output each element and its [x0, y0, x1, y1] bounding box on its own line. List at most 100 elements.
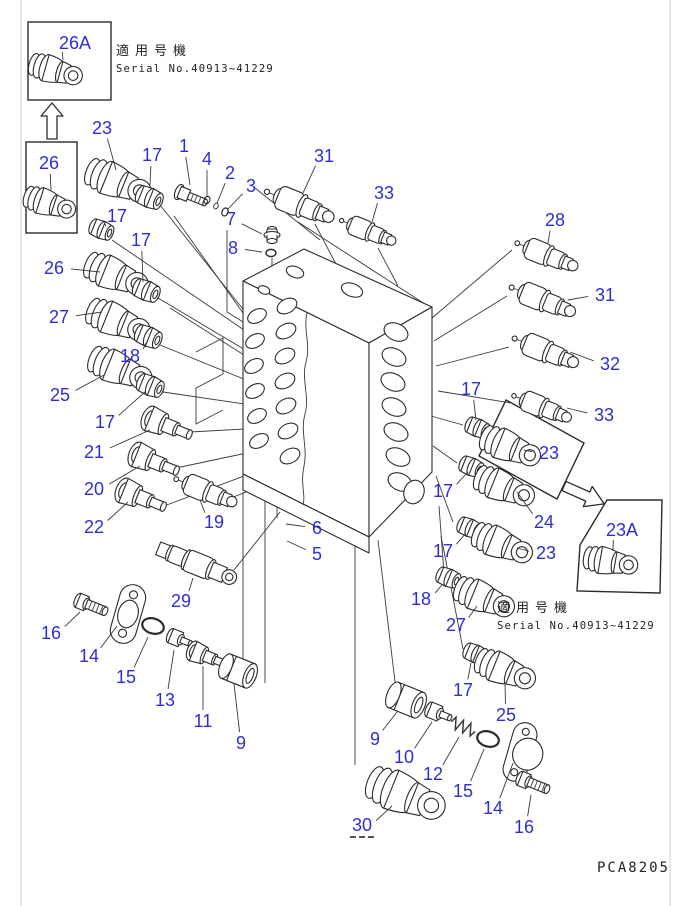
leader-line	[474, 400, 476, 420]
leader-line	[567, 408, 587, 413]
inset-box-23a	[576, 499, 663, 594]
part-glyph	[580, 543, 641, 581]
leader-line	[186, 157, 190, 185]
leader-line	[234, 684, 240, 732]
part-label-15: 15	[115, 667, 137, 687]
leader-line	[134, 637, 148, 667]
leader-line	[415, 722, 432, 748]
leader-line	[517, 492, 533, 514]
part-glyph	[381, 679, 431, 721]
part-label-9: 9	[369, 729, 381, 749]
leader-line	[303, 166, 316, 193]
applicability-note-top: 適用号機 Serial No.40913~41229	[116, 40, 274, 75]
up-arrow-icon	[40, 102, 64, 140]
valve-body	[242, 249, 432, 553]
part-label-19: 19	[203, 512, 225, 532]
part-label-24: 24	[533, 512, 555, 532]
part-label-33: 33	[373, 183, 395, 203]
leader-line	[189, 578, 193, 591]
part-label-21: 21	[83, 442, 105, 462]
leader-line	[286, 524, 305, 527]
part-label-4: 4	[201, 149, 213, 169]
leader-line	[524, 450, 532, 452]
part-label-13: 13	[154, 690, 176, 710]
leader-line	[456, 533, 466, 544]
leader-line	[50, 174, 51, 190]
part-label-25: 25	[495, 705, 517, 725]
part-glyph	[422, 700, 455, 727]
part-label-17: 17	[130, 230, 152, 250]
part-label-12: 12	[422, 764, 444, 784]
part-glyph	[111, 475, 172, 521]
leader-line	[242, 224, 262, 234]
leader-line	[217, 183, 225, 203]
part-glyph	[468, 460, 541, 515]
part-label-32: 32	[599, 354, 621, 374]
applicability-kanji: 適用号機	[116, 44, 193, 59]
leader-line	[142, 251, 143, 282]
part-label-25: 25	[49, 385, 71, 405]
leader-line	[517, 548, 529, 551]
leader-line	[200, 500, 205, 513]
leader-line	[76, 312, 102, 316]
part-label-5: 5	[311, 544, 323, 564]
leader-line	[101, 626, 117, 648]
part-label-17: 17	[106, 206, 128, 226]
applicability-serial: Serial No.40913~41229	[497, 620, 655, 632]
inset-box-26a	[27, 21, 112, 101]
leader-line	[71, 269, 100, 272]
part-glyph	[510, 231, 583, 279]
part-glyph	[212, 201, 220, 211]
part-label-17: 17	[141, 145, 163, 165]
leader-line	[287, 541, 306, 550]
leader-line	[227, 194, 243, 210]
leader-line	[65, 612, 80, 627]
figure-code: PCA8205	[596, 860, 670, 876]
part-label-10: 10	[393, 747, 415, 767]
leader-line	[435, 585, 442, 593]
part-glyph	[507, 326, 583, 376]
part-label-27: 27	[48, 307, 70, 327]
part-label-18: 18	[119, 346, 141, 366]
part-label-11: 11	[193, 711, 213, 731]
part-label-17: 17	[432, 541, 454, 561]
part-glyph	[466, 517, 539, 572]
part-label-26: 26	[43, 258, 65, 278]
leader-line	[372, 203, 378, 222]
part-label-29: 29	[170, 591, 192, 611]
part-label-8: 8	[227, 238, 239, 258]
part-label-31: 31	[313, 146, 335, 166]
part-glyph	[139, 614, 167, 638]
leader-line	[468, 663, 471, 679]
leader-line	[383, 712, 397, 730]
part-label-15: 15	[452, 781, 474, 801]
part-label-17: 17	[94, 412, 116, 432]
leader-line	[443, 737, 459, 765]
part-label-23: 23	[538, 443, 560, 463]
leader-line	[457, 472, 468, 484]
part-label-23: 23	[535, 543, 557, 563]
part-label-23: 23	[91, 118, 113, 138]
leader-line	[469, 606, 477, 618]
part-glyph	[171, 182, 211, 212]
part-label-7: 7	[225, 209, 237, 229]
part-label-17: 17	[432, 481, 454, 501]
part-glyph	[263, 225, 281, 245]
right-arrow-icon	[561, 480, 605, 508]
part-glyph	[137, 403, 198, 449]
inset-box-26	[25, 141, 78, 234]
leader-line	[108, 502, 128, 520]
part-label-26: 26	[38, 153, 60, 173]
leader-line	[528, 795, 531, 816]
part-label-33: 33	[593, 405, 615, 425]
part-glyph	[335, 210, 400, 252]
part-glyph	[169, 467, 242, 515]
part-label-16: 16	[513, 817, 535, 837]
part-glyph	[448, 715, 479, 738]
leader-line	[109, 466, 140, 484]
leader-line	[471, 749, 484, 781]
part-label-17: 17	[460, 379, 482, 399]
part-label-6: 6	[311, 518, 323, 538]
leader-line	[568, 296, 588, 300]
part-label-31: 31	[594, 285, 616, 305]
